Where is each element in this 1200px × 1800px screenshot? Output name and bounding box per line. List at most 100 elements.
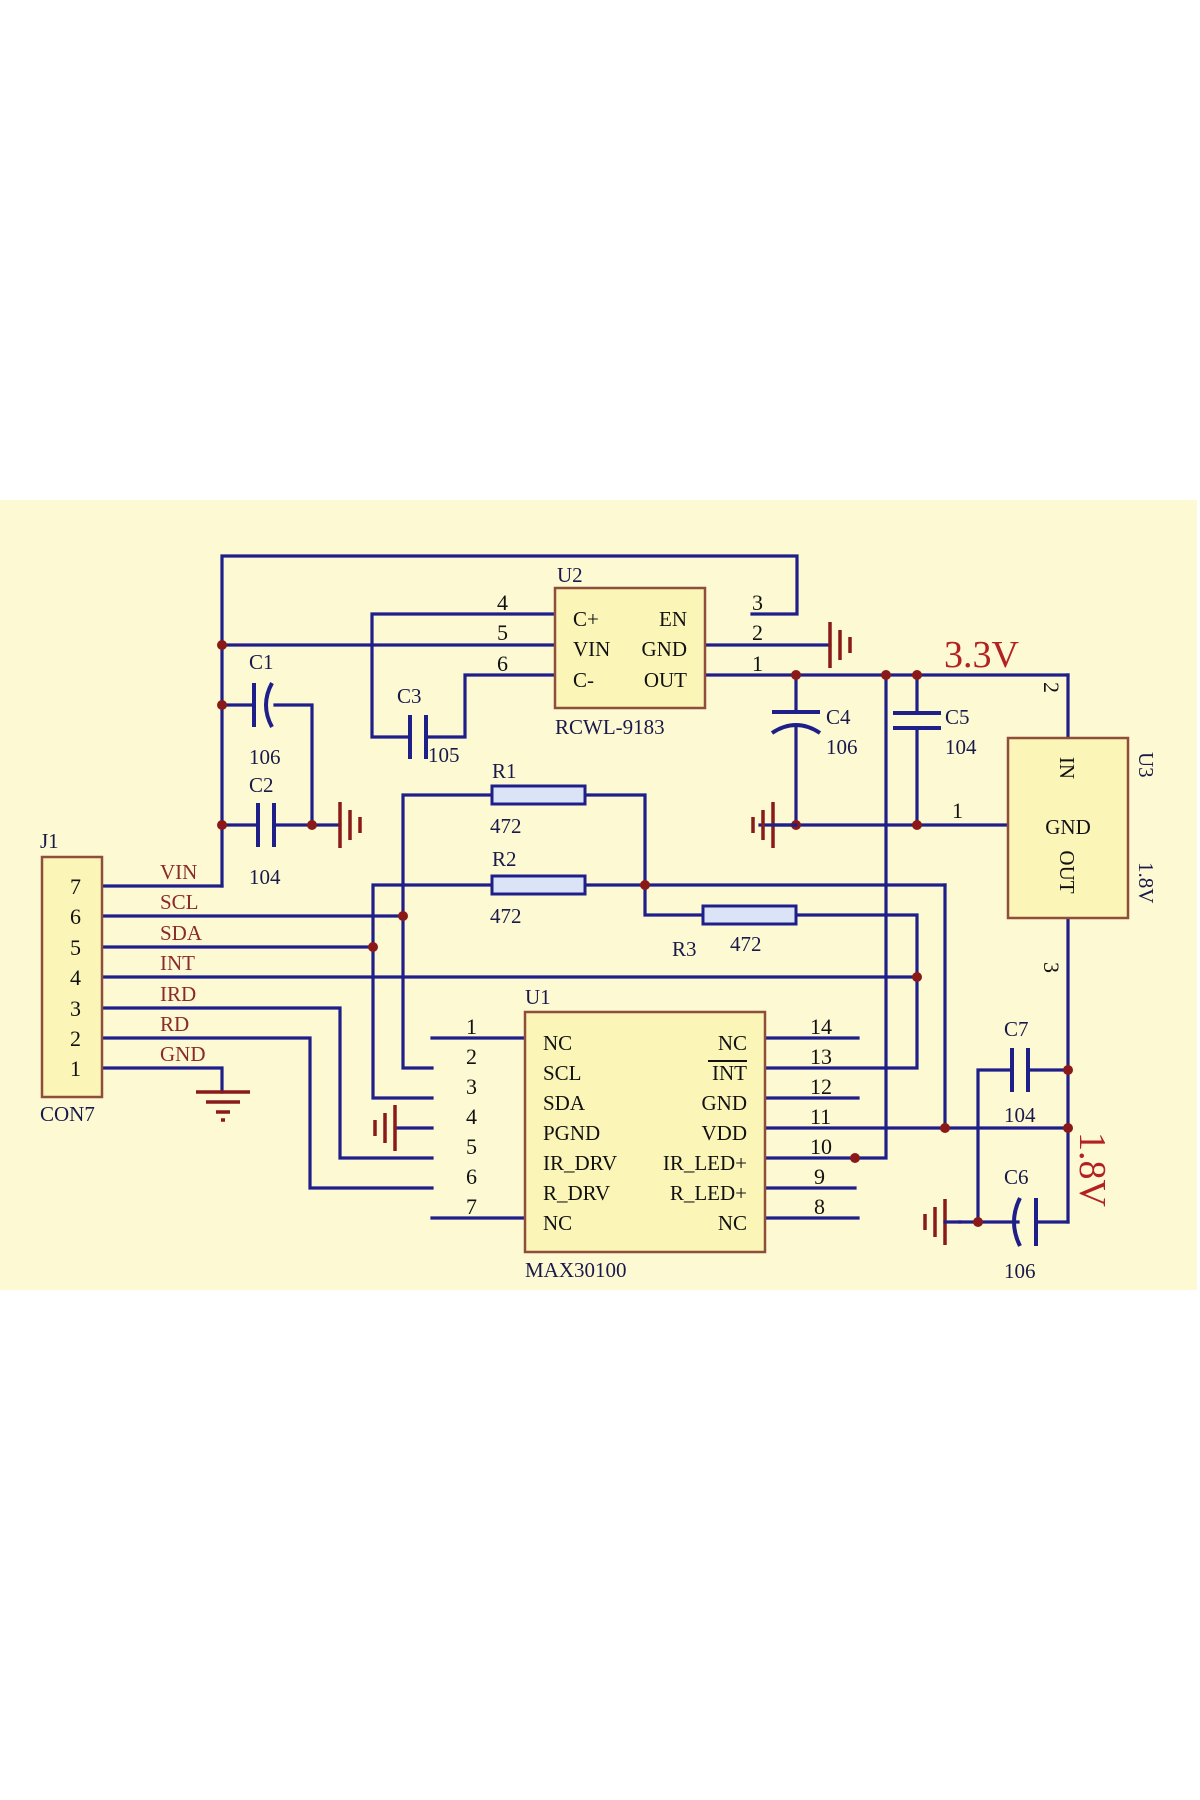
u1-pin-number: 10 [810,1134,832,1159]
capacitor-c1: C1 106 [249,650,281,769]
capacitor-c7: C7 104 [1004,1017,1036,1127]
u1-pin-name: GND [702,1091,748,1115]
u1-pin-number: 11 [810,1104,831,1129]
u1-pin-number: 13 [810,1044,832,1069]
c6-value: 106 [1004,1259,1036,1283]
u3-pin-number: 1 [952,798,963,823]
net-label: GND [160,1042,206,1066]
junction-dot [912,670,922,680]
j1-pin: 5 [70,935,81,960]
u2-pin-number: 3 [752,590,763,615]
u1-part: MAX30100 [525,1258,627,1282]
u1-pin-name: SCL [543,1061,582,1085]
ground-icon [338,802,362,848]
u3-pin-name: IN [1055,757,1079,779]
u1-pin-name: IR_LED+ [663,1151,747,1175]
ground-icon [828,622,852,668]
c5-value: 104 [945,735,977,759]
resistors: R1 472 R2 472 R3 472 [490,759,798,961]
c7-ref: C7 [1004,1017,1029,1041]
j1-pin: 6 [70,904,81,929]
u1-pin-name: INT [712,1061,747,1085]
r1-ref: R1 [492,759,517,783]
junction-dot [973,1217,983,1227]
capacitor-c2: C2 104 [249,773,281,889]
connector-j1: J1 CON7 7 6 5 4 3 2 1 VIN SCL SDA INT IR… [40,829,206,1126]
r2-value: 472 [490,904,522,928]
j1-ref: J1 [40,829,59,853]
u1-pin-name: NC [718,1031,747,1055]
u1-ref: U1 [525,985,551,1009]
junction-dot [1063,1065,1073,1075]
u2-part: RCWL-9183 [555,715,665,739]
u2-pin-number: 1 [752,651,763,676]
junction-dot [912,972,922,982]
ground-icon [373,1105,397,1151]
u1-pin-number: 7 [466,1194,477,1219]
net-label: SDA [160,921,203,945]
u2-pin-number: 5 [497,620,508,645]
u1-pin-name: NC [543,1031,572,1055]
u3-pin-name: OUT [1055,850,1079,893]
u2-ref: U2 [557,563,583,587]
c7-value: 104 [1004,1103,1036,1127]
capacitor-c6: C6 106 [1004,1165,1038,1283]
junction-dot [398,911,408,921]
ground-icon [923,1199,962,1245]
u3-pin-number: 2 [1039,682,1064,693]
u1-pin-name: R_DRV [543,1181,610,1205]
r2-ref: R2 [492,847,517,871]
junction-dot [217,700,227,710]
c4-ref: C4 [826,705,851,729]
c2-value: 104 [249,865,281,889]
u1-pin-name: IR_DRV [543,1151,617,1175]
capacitors: C1 106 C2 104 C3 105 C4 106 C5 [249,650,1038,1283]
net-label: VIN [160,860,197,884]
u1-pin-name: PGND [543,1121,600,1145]
wires [100,554,1070,1224]
u2-pin-number: 4 [497,590,508,615]
j1-pin: 7 [70,874,81,899]
capacitor-c3: C3 105 [397,684,460,767]
junction-dot [640,880,650,890]
rail-label-3v3: 3.3V [944,634,1020,676]
u2-pin-number: 6 [497,651,508,676]
u3-ref: U3 [1134,752,1158,778]
c1-ref: C1 [249,650,274,674]
regulator-u3: GND IN OUT U3 1.8V 2 1 3 [952,682,1158,973]
junction-dot [912,820,922,830]
u1-pin-number: 5 [466,1134,477,1159]
u1-pin-name: SDA [543,1091,586,1115]
u1-pin-number: 14 [810,1014,832,1039]
junction-dot [217,640,227,650]
u2-pin-name: C+ [573,607,599,631]
c2-ref: C2 [249,773,274,797]
c6-ref: C6 [1004,1165,1029,1189]
junctions [217,640,1073,1227]
u1-pin-number: 9 [814,1164,825,1189]
u1-pin-number: 2 [466,1044,477,1069]
rail-label-1v8: 1.8V [1071,1132,1113,1208]
u1-pin-name: R_LED+ [670,1181,747,1205]
u1-pin-number: 6 [466,1164,477,1189]
junction-dot [881,670,891,680]
c3-value: 105 [428,743,460,767]
j1-pin: 4 [70,965,81,990]
j1-pin: 1 [70,1056,81,1081]
net-label: RD [160,1012,189,1036]
ic-u1: U1 MAX30100 NC SCL SDA PGND IR_DRV R_DRV… [466,985,832,1282]
u1-pin-name: VDD [702,1121,748,1145]
u3-pin-number: 3 [1039,962,1064,973]
u2-pin-name: OUT [644,668,687,692]
junction-dot [850,1153,860,1163]
resistor-r2: R2 472 [490,847,587,928]
junction-dot [1063,1123,1073,1133]
j1-pin: 2 [70,1026,81,1051]
resistor-r3: R3 472 [672,904,798,961]
c3-ref: C3 [397,684,422,708]
j1-part: CON7 [40,1102,95,1126]
u1-pin-number: 12 [810,1074,832,1099]
u1-pin-number: 1 [466,1014,477,1039]
u2-pin-name: VIN [573,637,610,661]
